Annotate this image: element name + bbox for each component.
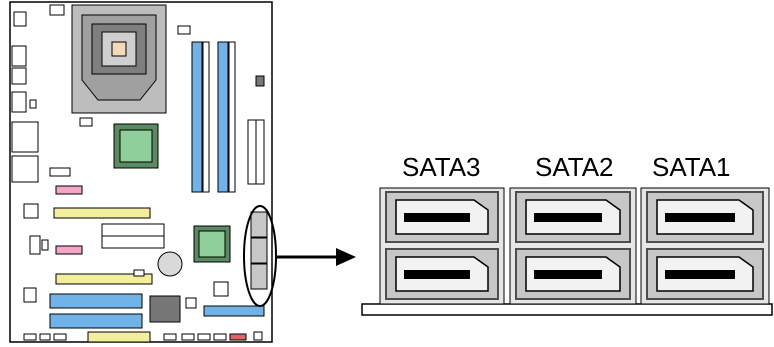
sata3-port-2-tongue [404,270,470,279]
sata1-port-1-tongue [665,213,735,222]
southbridge-chip [193,225,231,263]
connector-base [361,303,773,316]
northbridge-chip [113,123,159,169]
motherboard [9,1,273,343]
cpu-socket [71,4,167,114]
sata2-port-2-tongue [534,270,602,279]
sata2-port-1-tongue [534,213,602,222]
sata2-label: SATA2 [535,152,614,182]
sata3-label: SATA3 [402,152,481,182]
sata1-port-2-tongue [665,270,735,279]
sata1-label: SATA1 [652,152,731,182]
sata-port-group [379,187,770,305]
dimm-slots [191,41,236,193]
pointer-arrow [276,248,356,266]
sata3-port-1-tongue [404,213,470,222]
board-sata-connectors [250,211,268,290]
